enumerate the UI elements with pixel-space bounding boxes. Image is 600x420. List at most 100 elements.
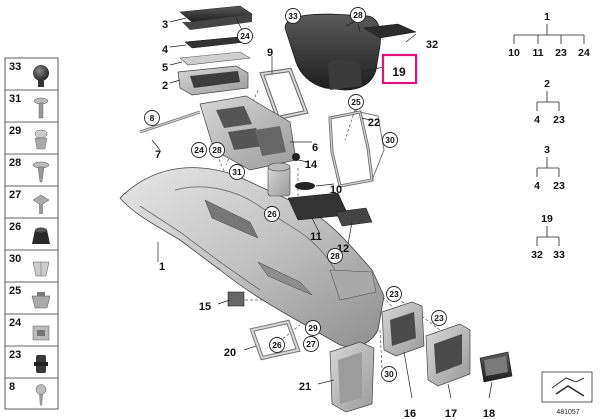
part-21-rear-frame: [329, 341, 375, 413]
callout-9: 9: [267, 47, 273, 59]
callout-26b: 26: [269, 337, 285, 353]
fastener-icon: [33, 65, 49, 87]
callout-number: 15: [199, 301, 211, 313]
cupholder-parts: [267, 153, 315, 197]
callout-number: 17: [445, 408, 457, 420]
callout-24: 24: [237, 28, 253, 44]
fastener-icon: [32, 227, 50, 244]
fastener-icon: [34, 129, 48, 150]
fastener-number: 25: [9, 285, 21, 297]
callout-number: 9: [267, 47, 273, 59]
callout-circle: [269, 337, 285, 353]
fastener-number: 28: [9, 157, 21, 169]
leader-lines: [151, 17, 493, 399]
highlighted-part-box: [381, 53, 418, 85]
callout-8: 8: [144, 110, 160, 126]
tree-child: 33: [553, 249, 565, 261]
callout-number: 30: [384, 369, 394, 379]
callout-24b: 24: [191, 142, 207, 158]
part-15-bracket: [227, 291, 245, 307]
callout-3: 3: [162, 19, 168, 31]
callout-circle: [348, 94, 364, 110]
callout-number: 5: [162, 62, 168, 74]
callout-circle: [209, 142, 225, 158]
fastener-number: 29: [9, 125, 21, 137]
callout-22: 22: [368, 117, 380, 129]
callout-31: 31: [229, 164, 245, 180]
fastener-number: 31: [9, 93, 21, 105]
callout-number: 18: [483, 408, 495, 420]
fastener-icon: [31, 292, 51, 309]
callout-number: 28: [212, 145, 222, 155]
part-4-mat: [184, 36, 247, 49]
fastener-row: 25: [9, 285, 51, 309]
callout-number: 24: [194, 145, 204, 155]
fastener-panel-border: [4, 57, 59, 410]
part-16-vent-panel: [381, 301, 425, 357]
callout-number: 3: [162, 19, 168, 31]
callout-16: 16: [404, 408, 416, 420]
tree-root: 19: [541, 213, 553, 225]
callout-1: 1: [159, 261, 165, 273]
armrest-assembly: [284, 13, 417, 91]
callout-30b: 30: [381, 366, 397, 382]
callout-circle: [144, 110, 160, 126]
fastener-row: 29: [9, 125, 48, 150]
callout-number: 10: [330, 184, 342, 196]
fastener-row: 28: [9, 157, 50, 183]
callout-28b: 28: [209, 142, 225, 158]
callout-number: 27: [306, 339, 316, 349]
tree-child: 24: [578, 47, 590, 59]
fastener-row: 30: [9, 253, 50, 277]
callout-circle: [191, 142, 207, 158]
callout-28c: 28: [327, 248, 343, 264]
callout-number: 20: [224, 347, 236, 359]
fastener-number: 26: [9, 221, 21, 233]
fastener-number: 23: [9, 349, 21, 361]
fastener-icon: [34, 355, 48, 373]
callout-2: 2: [162, 80, 168, 92]
callout-25: 25: [348, 94, 364, 110]
fastener-icon: [32, 261, 50, 277]
callout-number: 33: [288, 11, 298, 21]
fastener-row: 33: [9, 61, 49, 87]
callout-number: 32: [426, 39, 438, 51]
callout-circle: [264, 206, 280, 222]
callout-circle: [382, 132, 398, 148]
callout-number: 26: [272, 340, 282, 350]
callout-6: 6: [312, 142, 318, 154]
callout-number: 8: [150, 113, 155, 123]
callout-number: 23: [434, 313, 444, 323]
callout-number: 29: [308, 323, 318, 333]
part-14-clip: [292, 153, 300, 161]
callout-number: 28: [353, 10, 363, 20]
callout-number: 2: [162, 80, 168, 92]
callout-circle: [237, 28, 253, 44]
tree-child: 4: [534, 180, 540, 192]
tree-child: 23: [553, 114, 565, 126]
callout-number: 19: [392, 65, 406, 79]
callout-number: 16: [404, 408, 416, 420]
callout-28a: 28: [350, 7, 366, 23]
tree-child: 32: [531, 249, 543, 261]
callout-7: 7: [155, 149, 161, 161]
callout-17: 17: [445, 408, 457, 420]
callout-number: 7: [155, 149, 161, 161]
callout-33: 33: [285, 8, 301, 24]
tree-child: 11: [532, 47, 543, 59]
callout-29: 29: [305, 320, 321, 336]
callout-18: 18: [483, 408, 495, 420]
center-console-body: [119, 167, 385, 348]
callout-circle: [303, 336, 319, 352]
tree-child: 4: [534, 114, 540, 126]
callout-32: 32: [426, 39, 438, 51]
callout-circle: [381, 366, 397, 382]
reference-number: 481057: [556, 409, 579, 416]
callout-circle: [305, 320, 321, 336]
fastener-number: 30: [9, 253, 21, 265]
tree-child: 23: [553, 180, 565, 192]
fastener-row: 24: [9, 317, 50, 341]
callout-number: 22: [368, 117, 380, 129]
